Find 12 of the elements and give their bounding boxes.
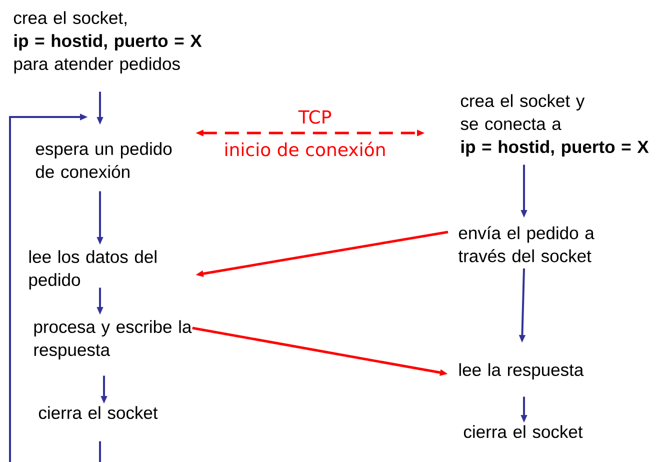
step-text: cierra el socket (38, 406, 158, 420)
step-text: lee la respuesta (459, 363, 584, 380)
step-text: crea el socket y se conecta a ip = hostid, puerto = X (460, 94, 649, 156)
step-text: espera un pedido de conexión (36, 142, 172, 178)
step-text: cierra el socket (464, 425, 583, 438)
step-text: envía el pedido a través del socket (458, 226, 594, 262)
step-text: procesa y escribe la respuesta (34, 320, 192, 360)
note-text: inicio de conexión (222, 140, 388, 158)
step-text: crea el socket, ip = hostid, puerto = X para atender pedidos (14, 11, 202, 74)
loop-arrow (9, 114, 101, 462)
step-text: lee los datos del pedido (29, 250, 156, 290)
edge-label: TCP (297, 109, 333, 125)
